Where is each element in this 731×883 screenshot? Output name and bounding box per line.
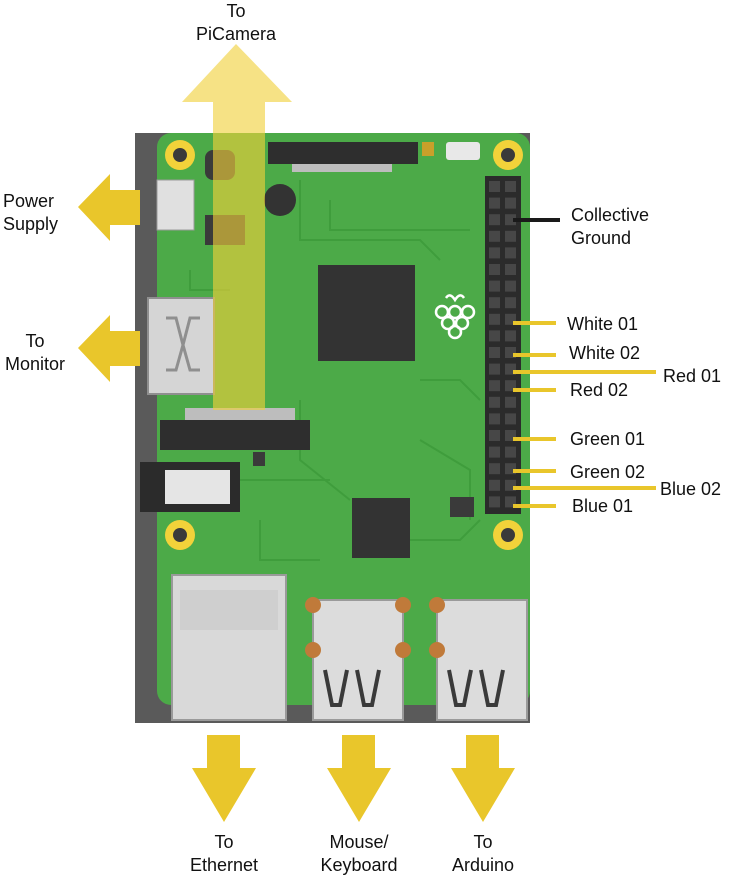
gpio-pin bbox=[505, 297, 516, 309]
keyboard-arrow bbox=[327, 735, 391, 822]
red-01-label: Red 01 bbox=[663, 366, 722, 386]
component bbox=[253, 452, 265, 466]
raspberry-logo-icon bbox=[434, 294, 476, 340]
gpio-pin bbox=[505, 313, 516, 325]
white-component bbox=[446, 142, 480, 160]
gpio-pin bbox=[489, 181, 500, 192]
monitor-arrow bbox=[78, 315, 140, 382]
blue-02-label: Blue 02 bbox=[660, 479, 722, 499]
gpio-pin bbox=[505, 214, 516, 226]
power-supply-arrow bbox=[78, 174, 140, 241]
gpio-pin bbox=[505, 181, 516, 192]
solder-pad bbox=[305, 642, 321, 658]
gpio-pin bbox=[505, 247, 516, 259]
gpio-pin bbox=[505, 230, 516, 242]
gpio-header bbox=[485, 176, 521, 514]
gpio-pin bbox=[489, 297, 500, 309]
gpio-pin bbox=[505, 446, 516, 458]
gpio-pin bbox=[489, 197, 500, 209]
mounting-holes bbox=[165, 140, 523, 550]
gpio-pin bbox=[489, 463, 500, 475]
gpio-pin bbox=[505, 330, 516, 342]
gpio-pin bbox=[505, 479, 516, 491]
camera-connector bbox=[268, 142, 418, 164]
green-01-label: Green 01 bbox=[570, 429, 646, 449]
arduino-arrow bbox=[451, 735, 515, 822]
gpio-pin bbox=[505, 347, 516, 358]
gpio-pin bbox=[505, 280, 516, 292]
gpio-pin bbox=[489, 347, 500, 358]
gpio-pin bbox=[505, 380, 516, 392]
gpio-pin bbox=[489, 396, 500, 408]
gpio-pin bbox=[489, 479, 500, 491]
gpio-pin bbox=[489, 280, 500, 292]
gpio-pin bbox=[489, 214, 500, 226]
ethernet-port-inner bbox=[180, 590, 278, 630]
soc-chip bbox=[318, 265, 415, 361]
hdmi-pins bbox=[166, 316, 200, 372]
display-connector-pins bbox=[185, 408, 295, 420]
gpio-pin bbox=[489, 330, 500, 342]
solder-pad bbox=[395, 642, 411, 658]
gpio-pin bbox=[489, 413, 500, 425]
gpio-pin bbox=[489, 264, 500, 275]
audio-jack-housing bbox=[165, 470, 230, 504]
white-01-label: White 01 bbox=[567, 314, 639, 334]
component bbox=[450, 497, 474, 517]
power-port bbox=[156, 179, 195, 231]
gpio-pin bbox=[489, 247, 500, 259]
gpio-pin bbox=[489, 380, 500, 392]
gpio-pin bbox=[489, 496, 500, 508]
green-02-label: Green 02 bbox=[570, 462, 646, 482]
led bbox=[422, 142, 434, 156]
gpio-pin bbox=[505, 197, 516, 209]
gpio-pin bbox=[489, 230, 500, 242]
solder-pad bbox=[305, 597, 321, 613]
gpio-pin bbox=[489, 313, 500, 325]
usb-port-1 bbox=[312, 599, 404, 721]
hdmi-port bbox=[147, 297, 215, 395]
gpio-pin bbox=[505, 396, 516, 408]
mouse-keyboard-label: Mouse/Keyboard bbox=[320, 832, 398, 875]
gpio-pin bbox=[489, 363, 500, 375]
gpio-pin bbox=[505, 264, 516, 275]
usb-port-2-contacts bbox=[447, 669, 505, 707]
inductor bbox=[264, 184, 296, 216]
solder-pad bbox=[395, 597, 411, 613]
display-connector bbox=[160, 420, 310, 450]
usb-controller-chip bbox=[352, 498, 410, 558]
gpio-wires bbox=[513, 321, 656, 508]
gpio-pin bbox=[489, 430, 500, 441]
blue-01-label: Blue 01 bbox=[572, 496, 634, 516]
gpio-pin bbox=[505, 430, 516, 441]
gpio-pin bbox=[505, 496, 516, 508]
circuit-traces bbox=[189, 180, 481, 561]
red-02-label: Red 02 bbox=[570, 380, 629, 400]
gpio-pin bbox=[505, 463, 516, 475]
solder-pad bbox=[429, 597, 445, 613]
picamera-arrow bbox=[182, 44, 292, 410]
usb-port-1-contacts bbox=[323, 669, 381, 707]
gpio-pin bbox=[489, 446, 500, 458]
gpio-pin bbox=[505, 413, 516, 425]
gpio-pin bbox=[505, 363, 516, 375]
solder-pad bbox=[429, 642, 445, 658]
connector-pins bbox=[292, 164, 392, 172]
usb-port-2 bbox=[436, 599, 528, 721]
white-02-label: White 02 bbox=[569, 343, 641, 363]
ethernet-arrow bbox=[192, 735, 256, 822]
